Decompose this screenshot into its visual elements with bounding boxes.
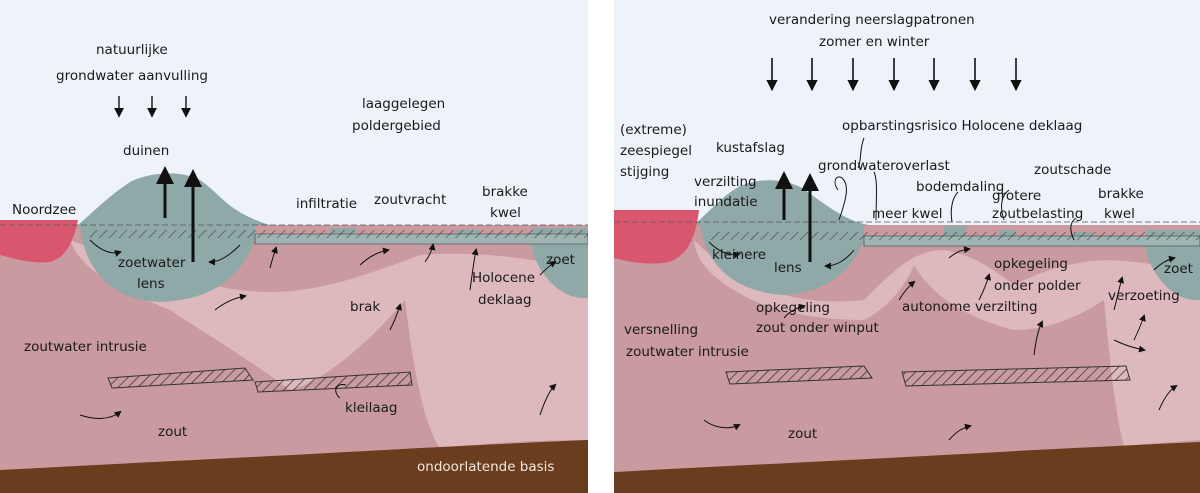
clay-layer-1	[725, 365, 873, 385]
label-noordzee: Noordzee	[12, 202, 77, 218]
label-stijging: stijging	[620, 164, 670, 180]
label-grotere: grotere	[992, 188, 1042, 204]
label-lens: lens	[774, 260, 802, 276]
clay-layer-2	[254, 371, 413, 393]
label-brak: brak	[350, 299, 381, 315]
flow-arrows	[79, 239, 557, 419]
label-zoetwater: zoetwater	[118, 255, 186, 271]
label-laaggelegen: laaggelegen	[362, 96, 446, 112]
label-zoet: zoet	[1164, 261, 1193, 277]
label-verandering-neerslagpatronen: verandering neerslagpatronen	[769, 12, 975, 28]
fresh-pocket-right	[1146, 230, 1200, 301]
label-zeespiegel: zeespiegel	[620, 143, 692, 159]
label-natuurlijke: natuurlijke	[96, 42, 168, 58]
label-zout: zout	[788, 426, 818, 442]
label-verzoeting: verzoeting	[1108, 288, 1180, 304]
impermeable-base	[614, 442, 1200, 493]
freshwater-lens	[80, 225, 255, 302]
label-versnelling: versnelling	[624, 322, 699, 338]
label-zoutvracht: zoutvracht	[374, 192, 447, 208]
label-zoutbelasting: zoutbelasting	[992, 206, 1084, 222]
label-zoutschade: zoutschade	[1034, 162, 1112, 178]
label-zout: zout	[158, 424, 188, 440]
label-inundatie: inundatie	[694, 194, 758, 210]
dunes	[78, 173, 270, 225]
clay-layer-1	[107, 367, 254, 389]
fresh-pocket-right	[532, 228, 588, 299]
hatched-layer-top	[709, 232, 1200, 240]
extraction-wells	[775, 171, 819, 262]
label-brakke: brakke	[1098, 186, 1144, 202]
clay-layer-2	[901, 365, 1131, 387]
label-poldergebied: poldergebied	[352, 118, 441, 134]
label-brakke: brakke	[482, 184, 528, 200]
label-opkegeling-polder-1: opkegeling	[994, 256, 1068, 272]
label-bodemdaling: bodemdaling	[916, 179, 1005, 195]
label-ondoorlatende-basis: ondoorlatende basis	[417, 459, 555, 475]
label-infiltratie: infiltratie	[296, 196, 358, 212]
label-kustafslag: kustafslag	[716, 140, 785, 156]
smaller-freshwater-lens	[700, 225, 864, 295]
label-grondwateroverlast: grondwateroverlast	[818, 158, 950, 174]
precipitation-arrows	[766, 58, 1022, 92]
label-zoet: zoet	[546, 252, 575, 268]
label-extreme: (extreme)	[620, 122, 687, 138]
left-cross-section-diagram	[0, 0, 588, 493]
label-verzilting: verzilting	[694, 174, 757, 190]
label-kleilaag: kleilaag	[345, 400, 398, 416]
right-panel-future-situation: verandering neerslagpatronen zomer en wi…	[614, 0, 1200, 493]
impermeable-base	[0, 440, 588, 493]
label-grondwater-aanvulling: grondwater aanvulling	[56, 68, 208, 84]
label-opkegeling-polder-2: onder polder	[994, 278, 1081, 294]
label-opkegeling-winput-2: zout onder winput	[756, 320, 879, 336]
label-zomer-en-winter: zomer en winter	[819, 34, 930, 50]
dunes	[694, 180, 869, 225]
label-holocene: Holocene	[472, 270, 536, 286]
label-opkegeling-winput-1: opkegeling	[756, 300, 830, 316]
flow-arrows	[703, 241, 1178, 441]
north-sea-raised	[614, 210, 699, 264]
leader-lines	[834, 137, 1077, 241]
label-kwel: kwel	[1104, 206, 1135, 222]
label-duinen: duinen	[123, 143, 170, 159]
north-sea	[0, 220, 78, 263]
label-autonome-verzilting: autonome verzilting	[902, 299, 1038, 315]
left-panel-current-situation: natuurlijke grondwater aanvulling laagge…	[0, 0, 588, 493]
extraction-wells	[156, 166, 202, 262]
kleilaag-leader	[335, 383, 347, 399]
label-opbarstingsrisico: opbarstingsrisico Holocene deklaag	[842, 118, 1083, 134]
label-lens: lens	[137, 276, 165, 292]
label-zoutwater-intrusie: zoutwater intrusie	[626, 344, 749, 360]
hatched-layer-top	[90, 230, 588, 238]
brackish-zone	[694, 240, 1200, 446]
label-kwel: kwel	[490, 205, 521, 221]
label-zoutwater-intrusie: zoutwater intrusie	[24, 339, 147, 355]
recharge-arrows	[114, 96, 191, 118]
label-deklaag: deklaag	[478, 292, 532, 308]
label-meer-kwel: meer kwel	[872, 206, 943, 222]
label-kleinere: kleinere	[712, 247, 767, 263]
right-cross-section-diagram	[614, 0, 1200, 493]
